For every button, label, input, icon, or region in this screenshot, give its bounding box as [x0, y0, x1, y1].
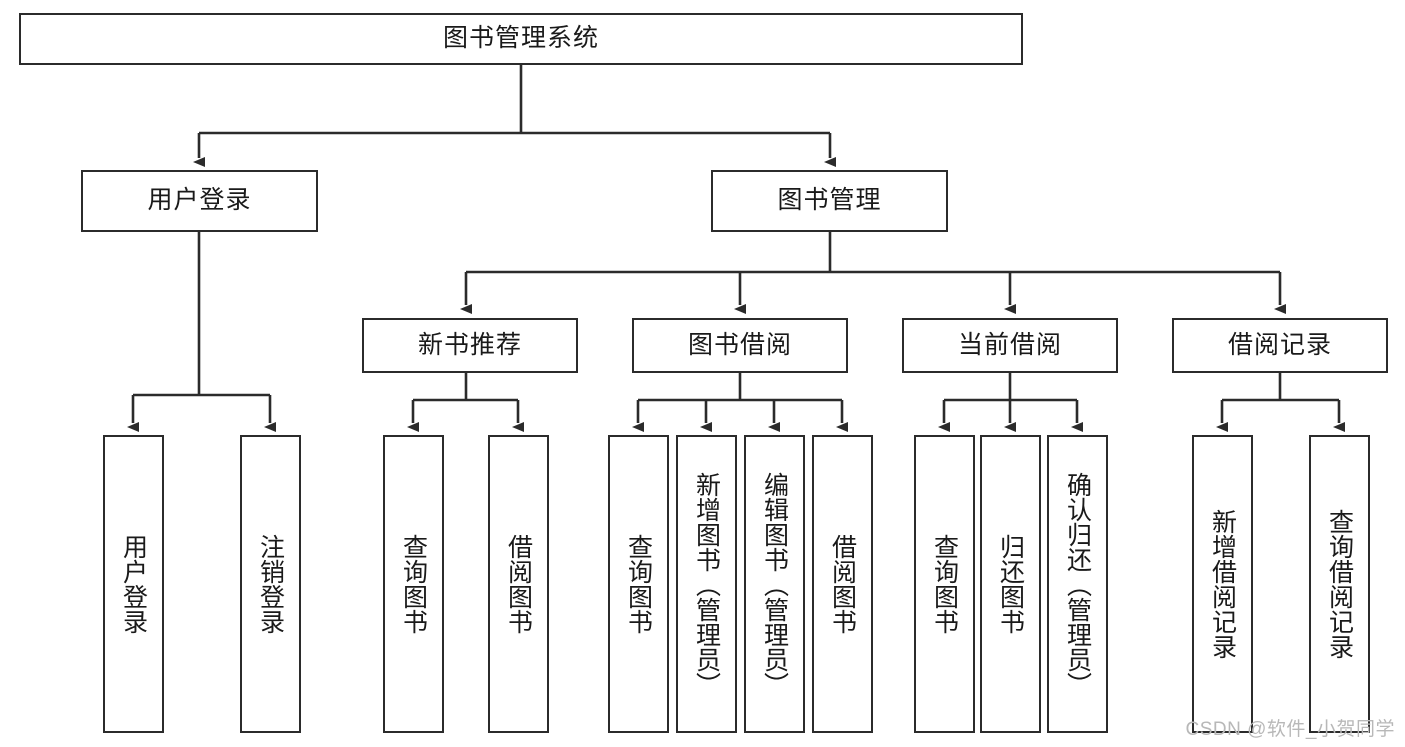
node-leaf-query-book-2[interactable]: 查询图书 — [608, 435, 669, 733]
node-label: 查询图书 — [930, 534, 959, 634]
node-leaf-query-record[interactable]: 查询借阅记录 — [1309, 435, 1370, 733]
node-label: 借阅图书 — [828, 534, 857, 634]
node-new-book-recommend[interactable]: 新书推荐 — [362, 318, 578, 373]
node-label: 归还图书 — [996, 534, 1025, 634]
node-leaf-add-book[interactable]: 新增图书（管理员） — [676, 435, 737, 733]
node-label: 图书借阅 — [687, 330, 792, 359]
node-leaf-edit-book[interactable]: 编辑图书（管理员） — [744, 435, 805, 733]
node-leaf-user-login[interactable]: 用户登录 — [103, 435, 164, 733]
leaf-wrap: 查询图书 — [916, 441, 973, 727]
node-label: 图书管理系统 — [442, 24, 599, 53]
node-current-borrow[interactable]: 当前借阅 — [902, 318, 1118, 373]
leaf-wrap: 查询图书 — [610, 441, 667, 727]
leaf-wrap: 确认归还（管理员） — [1049, 441, 1106, 727]
node-label: 借阅记录 — [1227, 330, 1332, 359]
leaf-wrap: 查询图书 — [385, 441, 442, 727]
node-label: 用户登录 — [119, 534, 148, 634]
node-label: 确认归还（管理员） — [1063, 471, 1092, 697]
leaf-wrap: 用户登录 — [105, 441, 162, 727]
leaf-wrap: 借阅图书 — [814, 441, 871, 727]
node-borrow-record[interactable]: 借阅记录 — [1172, 318, 1388, 373]
node-label: 借阅图书 — [504, 534, 533, 634]
csdn-watermark: CSDN @软件_小贺同学 — [1185, 719, 1395, 740]
leaf-wrap: 归还图书 — [982, 441, 1039, 727]
node-label: 查询借阅记录 — [1325, 509, 1354, 659]
node-label: 用户登录 — [147, 186, 252, 215]
leaf-wrap: 新增借阅记录 — [1194, 441, 1251, 727]
node-book-borrow[interactable]: 图书借阅 — [632, 318, 848, 373]
node-book-management-system[interactable]: 图书管理系统 — [19, 13, 1023, 65]
node-label: 当前借阅 — [957, 330, 1062, 359]
node-label: 新增图书（管理员） — [692, 471, 721, 697]
node-label: 编辑图书（管理员） — [760, 471, 789, 697]
node-user-login[interactable]: 用户登录 — [81, 170, 318, 232]
node-leaf-add-record[interactable]: 新增借阅记录 — [1192, 435, 1253, 733]
node-leaf-logout-login[interactable]: 注销登录 — [240, 435, 301, 733]
node-leaf-borrow-book-1[interactable]: 借阅图书 — [488, 435, 549, 733]
leaf-wrap: 新增图书（管理员） — [678, 441, 735, 727]
leaf-wrap: 借阅图书 — [490, 441, 547, 727]
node-label: 新增借阅记录 — [1208, 509, 1237, 659]
leaf-wrap: 注销登录 — [242, 441, 299, 727]
node-label: 注销登录 — [256, 534, 285, 634]
node-leaf-borrow-book-2[interactable]: 借阅图书 — [812, 435, 873, 733]
node-label: 查询图书 — [399, 534, 428, 634]
leaf-wrap: 查询借阅记录 — [1311, 441, 1368, 727]
node-leaf-confirm-return[interactable]: 确认归还（管理员） — [1047, 435, 1108, 733]
node-label: 图书管理 — [777, 186, 882, 215]
node-leaf-query-book-1[interactable]: 查询图书 — [383, 435, 444, 733]
node-book-management[interactable]: 图书管理 — [711, 170, 948, 232]
node-label: 查询图书 — [624, 534, 653, 634]
leaf-wrap: 编辑图书（管理员） — [746, 441, 803, 727]
node-label: 新书推荐 — [417, 330, 522, 359]
node-leaf-query-book-3[interactable]: 查询图书 — [914, 435, 975, 733]
node-leaf-return-book[interactable]: 归还图书 — [980, 435, 1041, 733]
